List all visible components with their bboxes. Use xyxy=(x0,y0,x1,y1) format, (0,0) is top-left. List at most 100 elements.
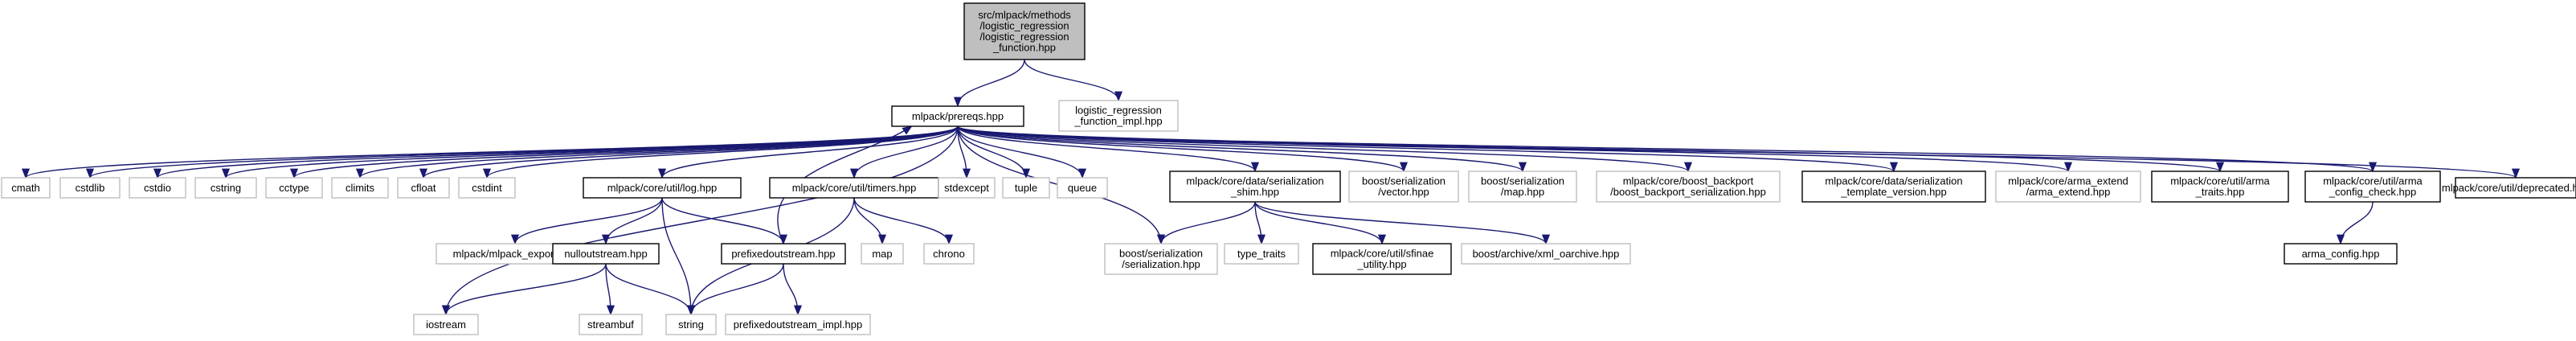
node-box xyxy=(1,177,51,199)
node-box xyxy=(1468,170,1577,203)
node-box xyxy=(129,177,186,199)
node-typetraits[interactable]: type_traits xyxy=(1224,243,1299,265)
node-label: mlpack/core/util/arma xyxy=(2323,175,2423,187)
node-box xyxy=(963,2,1086,60)
node-box xyxy=(458,177,516,199)
edge-prereqs-to-timers xyxy=(850,125,959,179)
node-box xyxy=(2284,243,2398,265)
edge-prereqs-to-cstdio xyxy=(153,125,959,179)
node-label: _utility.hpp xyxy=(1356,258,1406,270)
node-tuple[interactable]: tuple xyxy=(1002,177,1050,199)
node-label: _config_check.hpp xyxy=(2329,186,2416,198)
node-cstdlib[interactable]: cstdlib xyxy=(59,177,121,199)
node-box xyxy=(721,243,846,265)
node-box xyxy=(1312,243,1452,275)
node-nullout[interactable]: nulloutstream.hpp xyxy=(552,243,660,265)
node-box xyxy=(1002,177,1050,199)
edge-nullout-to-streambuf xyxy=(605,263,615,316)
edges-layer xyxy=(22,59,2520,316)
node-box xyxy=(1596,170,1781,203)
node-prefiximpl[interactable]: prefixedoutstream_impl.hpp xyxy=(725,314,871,335)
edge-prereqs-to-bmap xyxy=(957,125,1527,173)
node-label: string xyxy=(678,318,704,331)
node-cstring[interactable]: cstring xyxy=(194,177,257,199)
edge-prereqs-to-armaext xyxy=(957,125,2072,173)
edge-root-to-lr_impl xyxy=(1024,59,1122,102)
edge-prereqs-to-queue xyxy=(957,125,1086,179)
node-label: _function.hpp xyxy=(992,42,1056,54)
node-shim[interactable]: mlpack/core/data/serialization_shim.hpp xyxy=(1169,170,1341,203)
edge-shim-to-sfinae xyxy=(1254,201,1386,245)
node-box xyxy=(265,177,323,199)
node-label: cctype xyxy=(279,182,309,194)
node-label: mlpack/core/util/deprecated.hpp xyxy=(2442,182,2576,194)
node-cmath[interactable]: cmath xyxy=(1,177,51,199)
node-label: boost/serialization xyxy=(1481,175,1564,187)
node-bser[interactable]: boost/serialization/serialization.hpp xyxy=(1104,243,1218,275)
node-armacheck[interactable]: mlpack/core/util/arma_config_check.hpp xyxy=(2304,170,2441,203)
node-box xyxy=(583,177,742,199)
node-box xyxy=(923,243,975,265)
node-stversion[interactable]: mlpack/core/data/serialization_template_… xyxy=(1801,170,1986,203)
node-box xyxy=(552,243,660,265)
node-box xyxy=(938,177,996,199)
edge-prereqs-to-cstring xyxy=(222,125,959,179)
node-bmap[interactable]: boost/serialization/map.hpp xyxy=(1468,170,1577,203)
node-streambuf[interactable]: streambuf xyxy=(579,314,643,335)
node-climits[interactable]: climits xyxy=(331,177,389,199)
edge-shim-to-bser xyxy=(1157,201,1256,245)
node-label: boost/serialization xyxy=(1362,175,1445,187)
node-box xyxy=(2151,170,2289,203)
node-prereqs[interactable]: mlpack/prereqs.hpp xyxy=(891,105,1024,127)
node-box xyxy=(769,177,939,199)
node-deprecated[interactable]: mlpack/core/util/deprecated.hpp xyxy=(2442,177,2576,199)
node-label: _shim.hpp xyxy=(1230,186,1279,198)
node-stdexcept[interactable]: stdexcept xyxy=(938,177,996,199)
node-label: src/mlpack/methods xyxy=(978,9,1071,21)
node-timers[interactable]: mlpack/core/util/timers.hpp xyxy=(769,177,939,199)
edge-prereqs-to-stversion xyxy=(957,125,1898,173)
edge-prereqs-to-iostream xyxy=(442,125,959,316)
node-box xyxy=(665,314,717,335)
node-box xyxy=(194,177,257,199)
edge-timers-to-chrono xyxy=(853,197,953,245)
node-label: nulloutstream.hpp xyxy=(564,248,647,260)
node-label: _traits.hpp xyxy=(2195,186,2245,198)
node-label: _template_version.hpp xyxy=(1840,186,1947,198)
node-label: cfloat xyxy=(411,182,435,194)
edge-timers-to-map xyxy=(853,197,887,245)
node-cfloat[interactable]: cfloat xyxy=(397,177,450,199)
node-cctype[interactable]: cctype xyxy=(265,177,323,199)
node-sfinae[interactable]: mlpack/core/util/sfinae_utility.hpp xyxy=(1312,243,1452,275)
nodes-layer: src/mlpack/methods/logistic_regression/l… xyxy=(1,2,2576,335)
node-bvector[interactable]: boost/serialization/vector.hpp xyxy=(1348,170,1459,203)
node-box xyxy=(725,314,871,335)
node-string[interactable]: string xyxy=(665,314,717,335)
edge-prereqs-to-backport xyxy=(957,125,1692,173)
node-queue[interactable]: queue xyxy=(1057,177,1108,199)
node-box xyxy=(331,177,389,199)
edge-prereqs-to-stdexcept xyxy=(957,125,971,179)
node-map[interactable]: map xyxy=(861,243,904,265)
edge-prereqs-to-cstdlib xyxy=(86,125,959,179)
node-cstdint[interactable]: cstdint xyxy=(458,177,516,199)
node-armatraits[interactable]: mlpack/core/util/arma_traits.hpp xyxy=(2151,170,2289,203)
node-prefixout[interactable]: prefixedoutstream.hpp xyxy=(721,243,846,265)
node-label: mlpack/core/util/log.hpp xyxy=(607,182,718,194)
node-root: src/mlpack/methods/logistic_regression/l… xyxy=(963,2,1086,60)
node-log[interactable]: mlpack/core/util/log.hpp xyxy=(583,177,742,199)
node-armacfg[interactable]: arma_config.hpp xyxy=(2284,243,2398,265)
node-backport[interactable]: mlpack/core/boost_backport/boost_backpor… xyxy=(1596,170,1781,203)
node-xmlo[interactable]: boost/archive/xml_oarchive.hpp xyxy=(1461,243,1631,265)
node-lr_impl[interactable]: logistic_regression_function_impl.hpp xyxy=(1058,100,1179,132)
node-cstdio[interactable]: cstdio xyxy=(129,177,186,199)
node-label: mlpack/core/util/arma xyxy=(2170,175,2270,187)
edge-log-to-string xyxy=(661,197,696,316)
node-box xyxy=(1058,100,1179,132)
node-box xyxy=(2304,170,2441,203)
node-chrono[interactable]: chrono xyxy=(923,243,975,265)
node-armaext[interactable]: mlpack/core/arma_extend/arma_extend.hpp xyxy=(1995,170,2141,203)
edge-prereqs-to-cstdint xyxy=(483,125,959,179)
edge-prefixout-to-prefiximpl xyxy=(783,263,803,316)
node-iostream[interactable]: iostream xyxy=(413,314,479,335)
